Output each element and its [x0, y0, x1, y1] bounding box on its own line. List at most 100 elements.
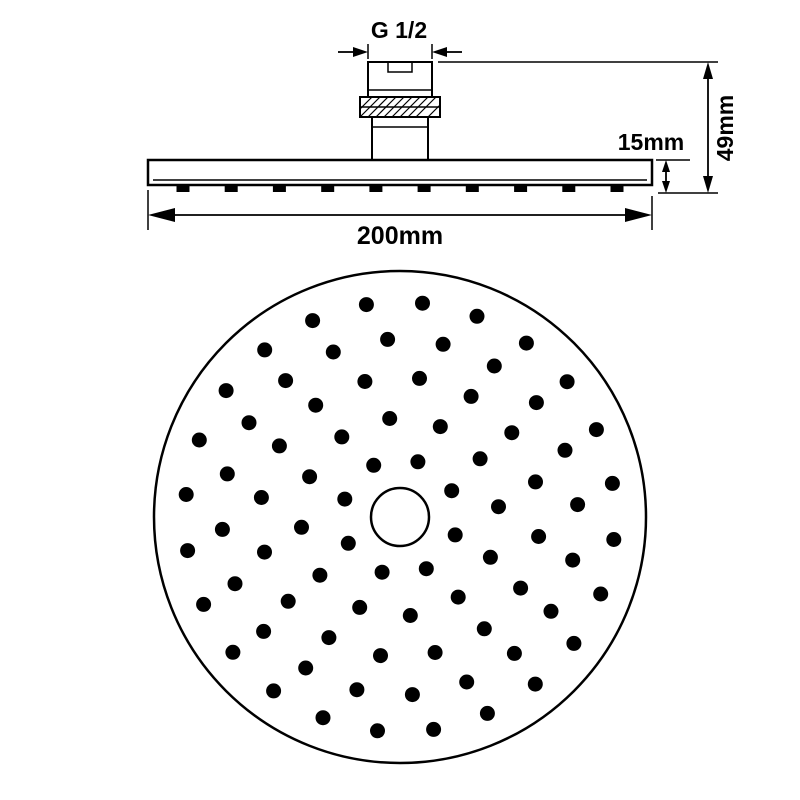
arrowhead-right-icon	[353, 47, 368, 57]
nozzle-dot	[218, 383, 234, 399]
arrowhead-up-icon	[703, 62, 713, 79]
nozzle-dot	[366, 457, 382, 473]
plate-tooth	[610, 185, 624, 192]
plate-tooth	[465, 185, 479, 192]
nozzle-dot	[459, 674, 475, 690]
dimension-diameter: 200mm	[147, 190, 653, 250]
nozzle-dot	[444, 483, 460, 499]
nozzle-dot	[271, 438, 287, 454]
diameter-label: 200mm	[357, 222, 443, 250]
arrowhead-left-icon	[148, 208, 175, 222]
nozzle-dot	[225, 644, 241, 660]
nozzle-dot	[180, 543, 196, 559]
dimension-thread: G 1/2	[338, 17, 462, 59]
nozzle-dot	[257, 544, 272, 560]
thread-connector	[367, 61, 433, 98]
nozzle-dot	[504, 425, 520, 441]
nozzle-dot	[559, 374, 575, 390]
nozzle-dot	[469, 308, 485, 324]
nozzle-dot	[418, 561, 434, 577]
connector-stem	[371, 116, 429, 161]
plate-teeth	[176, 185, 624, 192]
nozzle-dot	[527, 676, 543, 692]
nozzle-dot	[340, 535, 356, 551]
nozzle-dot	[412, 370, 427, 386]
nozzle-dot	[178, 487, 194, 502]
nozzle-dot	[570, 497, 586, 513]
nozzle-dot	[278, 373, 294, 389]
head-plate	[146, 158, 654, 187]
nozzle-dot	[321, 630, 337, 646]
height-label: 49mm	[712, 95, 738, 161]
nozzle-dot	[404, 687, 420, 703]
nozzle-dot	[432, 419, 448, 435]
plate-tooth	[369, 185, 383, 192]
plate-tooth	[176, 185, 190, 192]
dimension-height: 49mm	[438, 61, 738, 194]
center-hub-circle	[369, 486, 431, 548]
nozzle-dot	[588, 422, 604, 438]
nozzle-dot	[463, 388, 479, 404]
nozzle-dot	[415, 295, 430, 311]
nozzle-dot	[334, 429, 350, 445]
nozzle-dot	[214, 521, 230, 537]
nozzle-dot	[358, 297, 374, 313]
plate-tooth	[272, 185, 286, 192]
nozzle-dot	[476, 621, 492, 637]
nozzle-dot	[557, 442, 573, 458]
nozzle-dot	[357, 374, 373, 389]
nozzle-dot	[308, 397, 324, 413]
nozzle-dot	[491, 499, 506, 515]
nozzle-dot	[380, 331, 396, 347]
nozzle-dot	[266, 683, 282, 699]
nozzle-dot	[531, 529, 547, 544]
nozzle-dot	[298, 660, 314, 676]
nozzle-dot	[528, 474, 543, 490]
nozzle-dot	[325, 344, 341, 360]
arrowhead-down-icon	[703, 176, 713, 193]
nozzle-dot	[280, 593, 296, 609]
arrowhead-up-icon	[662, 160, 670, 172]
nozzle-dot	[312, 567, 328, 583]
nozzle-dot	[566, 635, 582, 651]
nozzle-dots	[178, 295, 622, 739]
thread-bore-notch	[387, 61, 413, 73]
nozzle-dot	[447, 527, 463, 543]
nozzle-dot	[506, 645, 522, 661]
plate-tooth	[224, 185, 238, 192]
nozzle-dot	[305, 313, 321, 329]
nozzle-dot	[402, 608, 418, 623]
nozzle-dot	[257, 342, 273, 358]
nozzle-dot	[513, 580, 529, 596]
nozzle-dot	[604, 475, 620, 491]
nozzle-dot	[191, 432, 207, 448]
nozzle-dot	[349, 682, 365, 698]
face-view	[152, 269, 648, 765]
nozzle-dot	[373, 648, 388, 664]
nozzle-dot	[426, 721, 442, 737]
nozzle-dot	[374, 564, 390, 580]
nozzle-dot	[479, 705, 495, 721]
arrowhead-down-icon	[662, 181, 670, 193]
nozzle-dot	[427, 645, 443, 660]
nozzle-dot	[241, 415, 257, 431]
head-outer-circle	[152, 269, 648, 765]
nozzle-dot	[486, 358, 502, 374]
nozzle-dot	[528, 395, 544, 411]
nozzle-dot	[472, 451, 488, 467]
arrowhead-left-icon	[432, 47, 447, 57]
nozzle-dot	[302, 469, 318, 485]
thickness-label: 15mm	[618, 129, 684, 155]
nozzle-dot	[450, 589, 466, 605]
nozzle-dot	[253, 490, 269, 505]
nozzle-dot	[518, 335, 534, 351]
nozzle-dot	[352, 599, 368, 615]
dimension-thickness: 15mm	[618, 129, 690, 193]
arrowhead-right-icon	[625, 208, 652, 222]
nozzle-dot	[482, 549, 498, 565]
thread-size-label: G 1/2	[371, 17, 427, 43]
plate-tooth	[417, 185, 431, 192]
nozzle-dot	[196, 596, 212, 612]
